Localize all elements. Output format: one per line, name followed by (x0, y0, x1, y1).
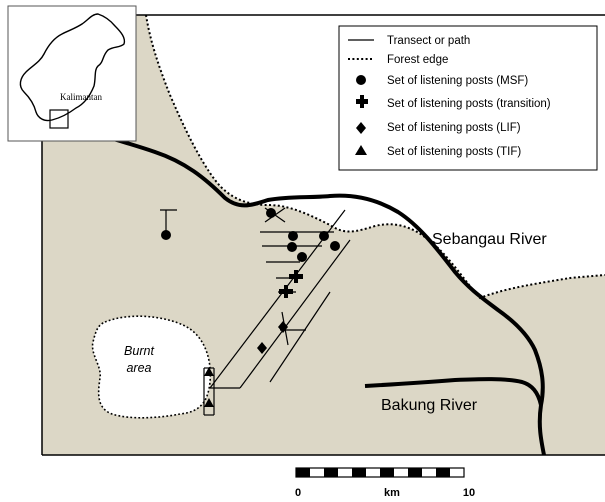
post-lif (278, 321, 288, 333)
legend-cross-symbol (356, 95, 368, 108)
bakung-river-label: Bakung River (381, 397, 478, 414)
legend-label: Transect or path (387, 35, 470, 47)
legend-diamond-symbol (356, 122, 366, 134)
inset-map: Kalimantan (7, 5, 137, 142)
post-transition (289, 270, 303, 283)
post-msf (161, 230, 171, 240)
post-msf (288, 231, 298, 241)
post-msf (266, 208, 276, 218)
scale-label-unit: km (384, 487, 400, 499)
inset-label: Kalimantan (60, 92, 102, 102)
listening-posts (161, 208, 340, 407)
legend-label: Set of listening posts (TIF) (387, 146, 521, 158)
post-tif (204, 398, 214, 407)
legend: Transect or path Forest edge Set of list… (338, 25, 598, 171)
bakung-river (364, 377, 543, 406)
burnt-area-label: Burnt (124, 344, 154, 358)
scale-label-end: 10 (463, 487, 475, 499)
legend-label: Set of listening posts (LIF) (387, 122, 521, 134)
legend-circle-symbol (356, 75, 366, 85)
sebangau-river-label: Sebangau River (432, 231, 547, 248)
sebangau-river (41, 116, 546, 456)
post-lif (257, 342, 267, 354)
legend-label: Forest edge (387, 54, 448, 66)
post-msf (297, 252, 307, 262)
post-tif (204, 367, 214, 376)
legend-label: Set of listening posts (transition) (387, 98, 551, 110)
burnt-area (91, 315, 212, 419)
inset-study-area (49, 109, 69, 129)
post-msf (330, 241, 340, 251)
legend-triangle-symbol (355, 145, 367, 155)
legend-label: Set of listening posts (MSF) (387, 75, 528, 87)
post-msf (319, 231, 329, 241)
post-msf (287, 242, 297, 252)
post-transition (279, 285, 293, 298)
legend-box (338, 25, 598, 171)
scale-label-start: 0 (295, 487, 301, 499)
scale-bar: 0 km 10 (295, 467, 475, 499)
burnt-area-label: area (126, 361, 151, 375)
